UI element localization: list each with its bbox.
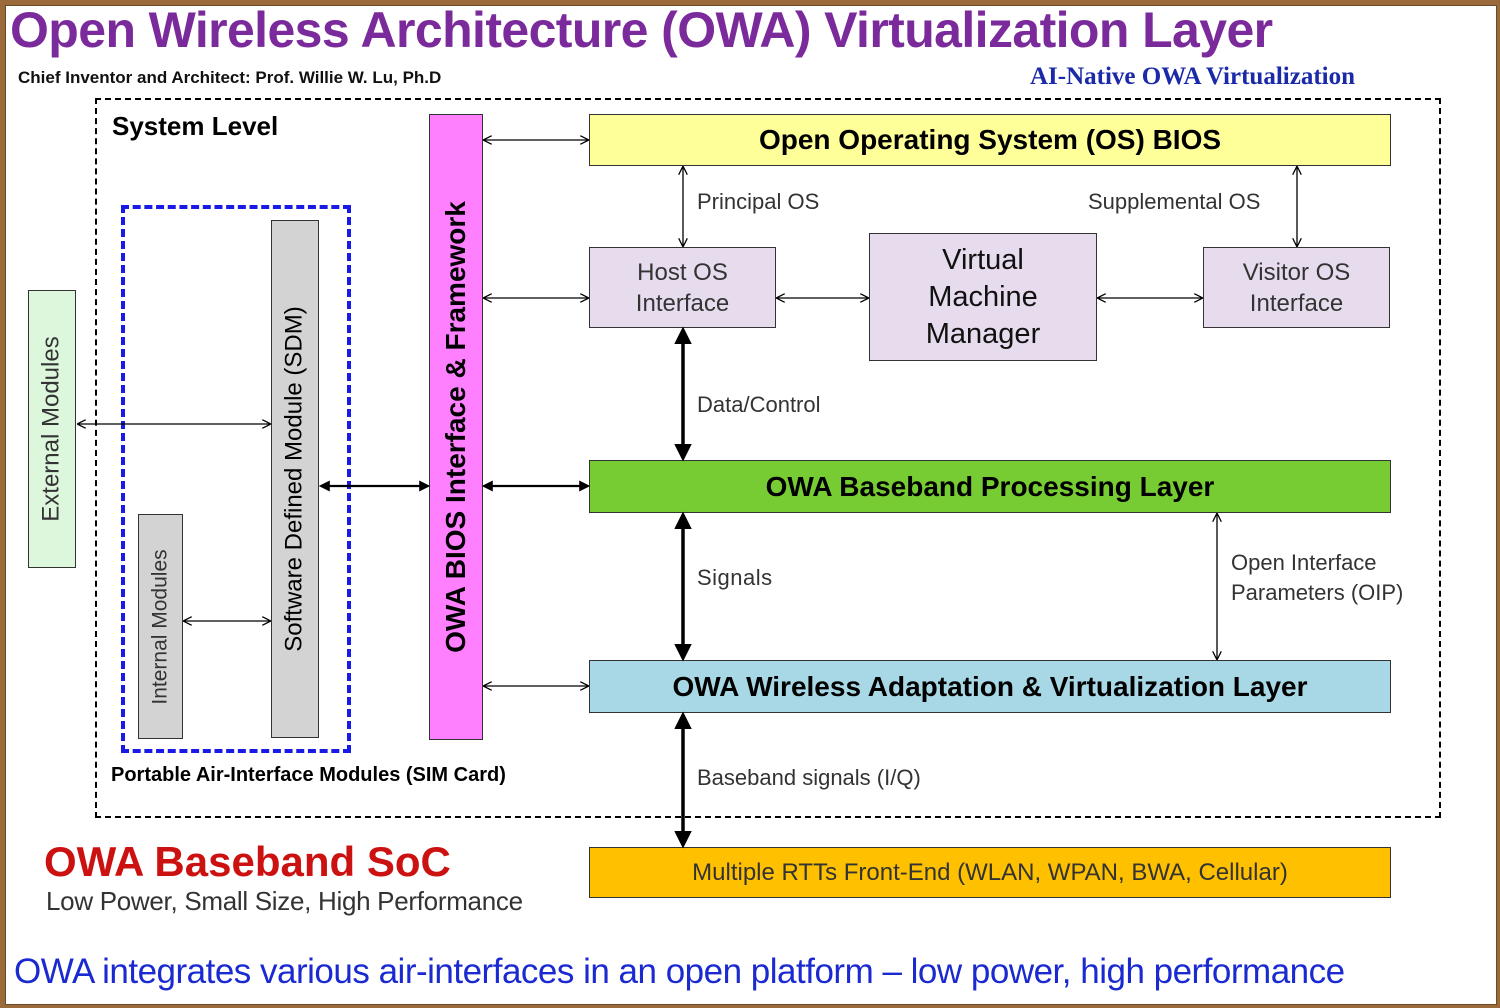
- internal-modules-box: Internal Modules: [138, 514, 183, 739]
- supplemental-os-label: Supplemental OS: [1088, 189, 1261, 214]
- vmm-label-line3: Manager: [925, 317, 1041, 350]
- host-os-label-line1: Host OS: [637, 258, 728, 286]
- os-bios-box: Open Operating System (OS) BIOS: [589, 114, 1391, 166]
- vmm-label-line2: Machine: [928, 280, 1038, 313]
- sim-card-container: [121, 205, 351, 753]
- ai-native-caption: AI-Native OWA Virtualization: [1030, 63, 1355, 90]
- visitor-os-label-line1: Visitor OS: [1242, 258, 1351, 286]
- wireless-adaptation-layer-box: OWA Wireless Adaptation & Virtualization…: [589, 660, 1391, 713]
- wireless-adaptation-layer-label: OWA Wireless Adaptation & Virtualization…: [672, 670, 1308, 702]
- bios-framework-box: OWA BIOS Interface & Framework: [429, 114, 483, 740]
- inventor-credit: Chief Inventor and Architect: Prof. Will…: [18, 68, 442, 87]
- footer-caption: OWA integrates various air-interfaces in…: [14, 952, 1345, 991]
- rtt-frontend-box: Multiple RTTs Front-End (WLAN, WPAN, BWA…: [589, 847, 1391, 898]
- system-level-container: [95, 98, 1441, 818]
- baseband-processing-layer-box: OWA Baseband Processing Layer: [589, 460, 1391, 513]
- visitor-os-label-line2: Interface: [1249, 289, 1344, 317]
- external-modules-box: External Modules: [28, 290, 76, 568]
- principal-os-label: Principal OS: [697, 189, 820, 214]
- soc-subtitle: Low Power, Small Size, High Performance: [46, 886, 523, 916]
- signals-label: Signals: [697, 565, 773, 590]
- baseband-processing-layer-label: OWA Baseband Processing Layer: [765, 470, 1215, 502]
- host-os-interface-box: Host OS Interface: [589, 247, 776, 328]
- baseband-signals-label: Baseband signals (I/Q): [697, 765, 921, 790]
- soc-title: OWA Baseband SoC: [44, 838, 451, 885]
- page-title: Open Wireless Architecture (OWA) Virtual…: [10, 2, 1273, 58]
- oip-label-line2: Parameters (OIP): [1231, 580, 1404, 605]
- os-bios-label: Open Operating System (OS) BIOS: [758, 124, 1222, 155]
- vmm-label-line1: Virtual: [942, 243, 1024, 276]
- rtt-frontend-label: Multiple RTTs Front-End (WLAN, WPAN, BWA…: [692, 858, 1288, 886]
- virtual-machine-manager-box: Virtual Machine Manager: [869, 233, 1097, 361]
- sim-card-label: Portable Air-Interface Modules (SIM Card…: [111, 764, 506, 786]
- sdm-box: Software Defined Module (SDM): [271, 220, 319, 738]
- host-os-label-line2: Interface: [635, 289, 730, 317]
- data-control-label: Data/Control: [697, 392, 821, 417]
- system-level-label: System Level: [112, 111, 279, 141]
- visitor-os-interface-box: Visitor OS Interface: [1203, 247, 1390, 328]
- oip-label-line1: Open Interface: [1231, 550, 1377, 575]
